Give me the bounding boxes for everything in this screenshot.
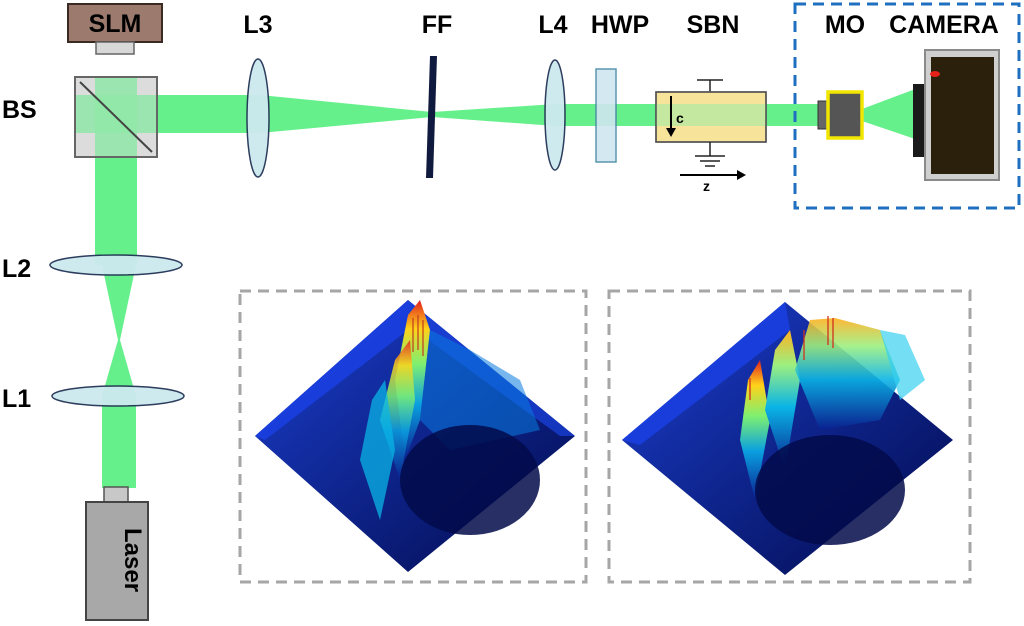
slm: SLM [67,3,163,55]
l3-label: L3 [243,11,272,39]
fourier-filter-icon [426,56,437,178]
beam-splitter-icon [74,76,158,158]
fourier-filter: FF [422,11,453,178]
surface-plot-panel-left [238,289,588,584]
detection-dashed-box [793,2,1021,210]
z-axis-label: z [703,178,710,194]
beam-splitter: BS [2,76,158,158]
ground-icon [695,155,725,167]
slm-label: SLM [89,10,142,38]
bs-label: BS [2,96,37,124]
lens-icon [246,58,270,178]
half-wave-plate: HWP [591,11,649,163]
lens-l3: L3 [243,11,273,178]
lens-icon [51,385,185,407]
camera-icon [913,49,1000,181]
half-wave-plate-icon [595,68,617,163]
surface-plot-right [622,302,953,575]
microscope-objective-icon [817,90,864,140]
c-axis-label: c [676,110,684,126]
lens-icon [544,59,566,171]
lens-l4: L4 [538,11,568,171]
sbn-crystal-icon [655,79,767,180]
hwp-label: HWP [591,11,649,39]
laser-icon [85,486,149,621]
ff-label: FF [422,11,453,39]
l2-label: L2 [2,255,31,283]
spatial-light-modulator-icon [67,3,163,43]
laser: Laser [85,486,149,621]
microscope-objective: MO [817,11,865,140]
sbn-label: SBN [687,11,740,39]
camera: CAMERA [889,11,1000,181]
mo-label: MO [825,11,865,39]
surface-plot-panel-right [607,289,972,584]
sbn-crystal: c z SBN [655,11,767,194]
lens-icon [49,254,183,276]
laser-label: Laser [119,528,146,592]
l1-label: L1 [2,385,31,413]
camera-label: CAMERA [889,11,999,39]
surface-plot-left [255,300,575,572]
lens-l2: L2 [2,254,183,283]
lens-l1: L1 [2,385,185,413]
l4-label: L4 [538,11,567,39]
